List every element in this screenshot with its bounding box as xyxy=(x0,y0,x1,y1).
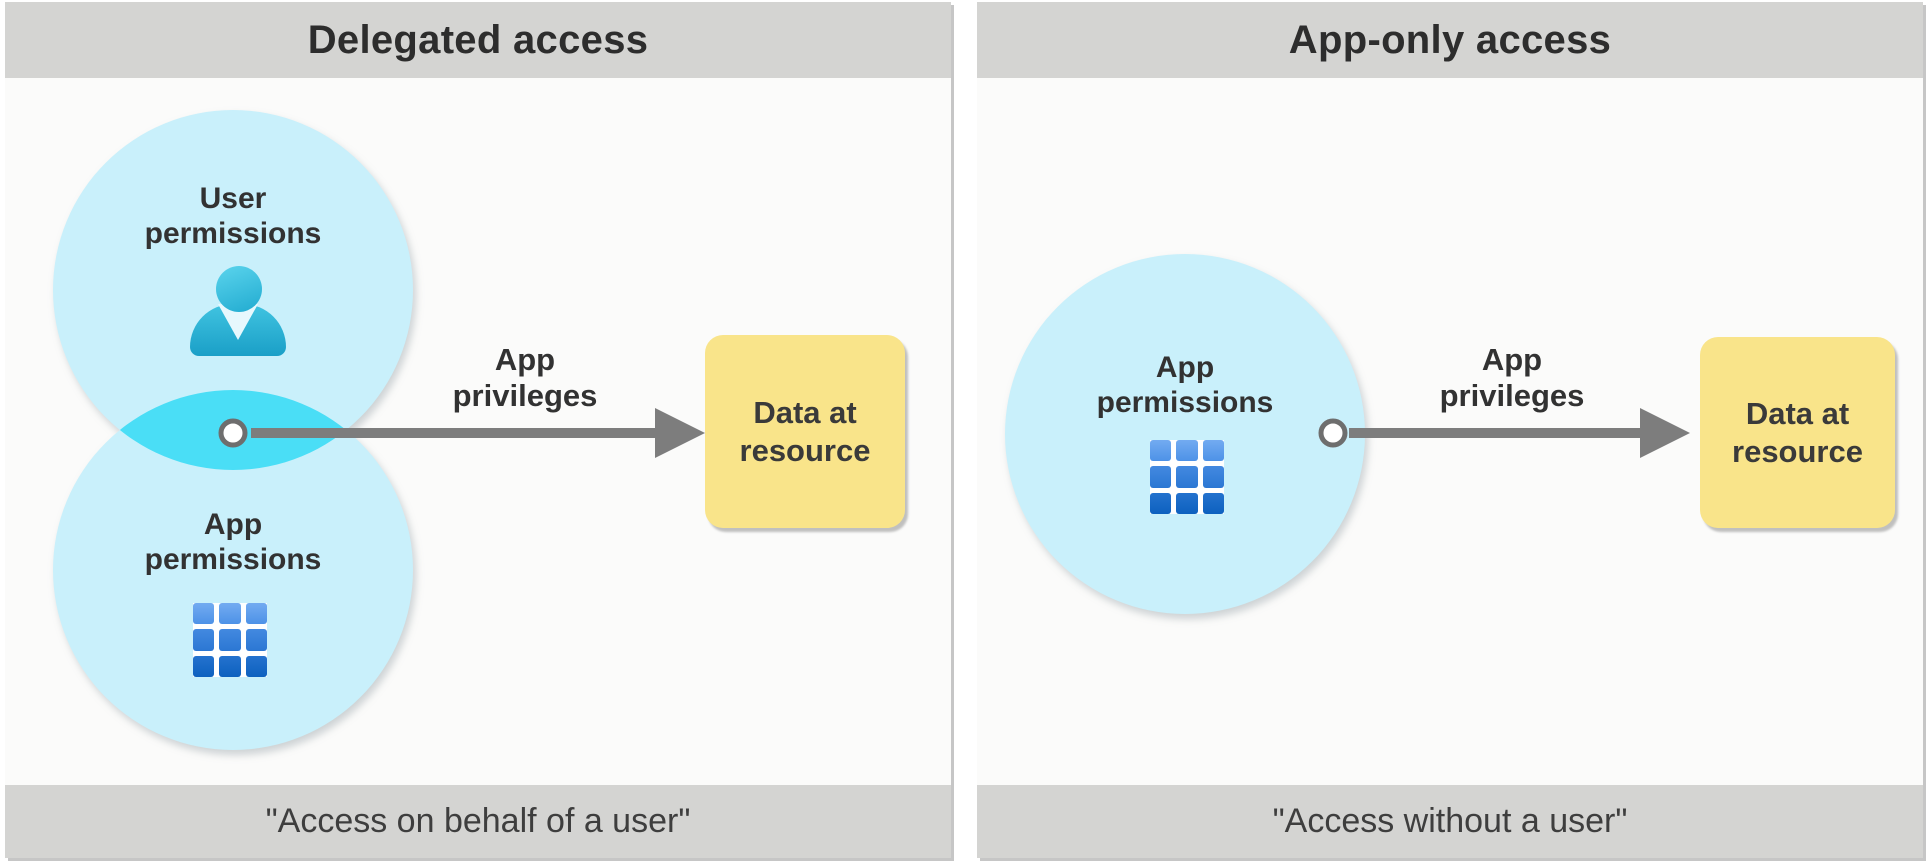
person-icon xyxy=(190,266,286,356)
app-permissions-circle xyxy=(53,390,413,750)
app-privileges-label: App privileges xyxy=(452,342,598,414)
person-head xyxy=(216,266,262,312)
connector-dot-icon xyxy=(1318,418,1348,448)
app-only-circle-and-arrow-graphic xyxy=(1005,254,1690,614)
panel-delegated-body: User permissions App permissions App pri… xyxy=(5,78,951,785)
panel-app-only-footer: "Access without a user" xyxy=(977,785,1923,858)
data-at-resource-box: Data at resource xyxy=(1700,337,1895,528)
panel-delegated-header: Delegated access xyxy=(5,2,951,78)
app-privileges-label: App privileges xyxy=(1439,342,1585,414)
data-at-resource-box: Data at resource xyxy=(705,335,905,528)
panel-app-only-access: App-only access App permissions App priv… xyxy=(977,2,1923,858)
arrowhead-icon xyxy=(1640,408,1690,458)
panel-app-only-body: App permissions App privileges Data at r… xyxy=(977,78,1923,785)
panel-title: App-only access xyxy=(1288,17,1612,62)
panel-caption: "Access without a user" xyxy=(1272,802,1628,840)
panel-delegated-access: Delegated access User permissions xyxy=(5,2,951,858)
app-grid-icon xyxy=(193,603,267,677)
app-permissions-label: App permissions xyxy=(144,508,322,577)
data-at-resource-label: Data at resource xyxy=(739,395,871,468)
panel-app-only-header: App-only access xyxy=(977,2,1923,78)
panel-caption: "Access on behalf of a user" xyxy=(265,802,691,840)
panel-delegated-footer: "Access on behalf of a user" xyxy=(5,785,951,858)
data-at-resource-label: Data at resource xyxy=(1732,396,1863,469)
app-grid-icon xyxy=(1150,440,1224,514)
app-permissions-circle xyxy=(1005,254,1365,614)
app-permissions-label: App permissions xyxy=(1096,351,1274,420)
connector-dot-icon xyxy=(218,418,248,448)
arrowhead-icon xyxy=(655,408,705,458)
panel-title: Delegated access xyxy=(307,17,649,62)
user-permissions-label: User permissions xyxy=(144,182,322,251)
